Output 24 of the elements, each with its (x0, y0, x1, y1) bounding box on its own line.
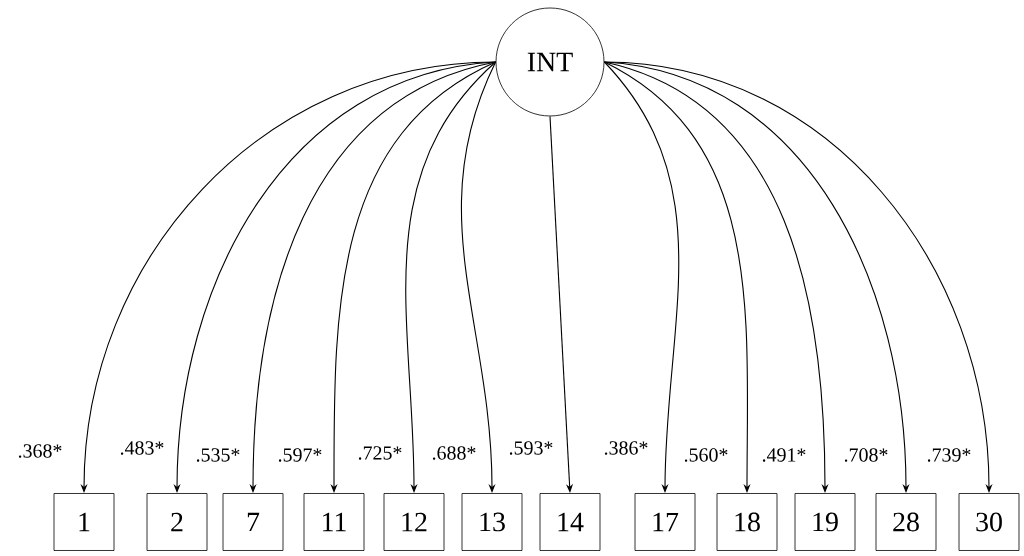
edge-label: .560* (683, 447, 729, 463)
indicator-box: 2 (146, 493, 208, 551)
edge-label: .739* (926, 447, 972, 463)
edge-label: .597* (277, 447, 323, 463)
indicator-box: 11 (303, 493, 365, 551)
indicator-box: 28 (875, 493, 937, 551)
edge-label: .535* (195, 447, 241, 463)
indicator-box: 13 (461, 493, 523, 551)
indicator-box: 14 (539, 493, 601, 551)
indicator-box: 1 (53, 493, 115, 551)
edge-label: .368* (17, 443, 63, 459)
edge-label: .491* (761, 447, 807, 463)
edge-label: .593* (508, 440, 554, 456)
indicator-box: 30 (958, 493, 1020, 551)
indicator-box: 19 (794, 493, 856, 551)
indicator-box: 7 (222, 493, 284, 551)
edge-label: .688* (431, 445, 477, 461)
indicator-box: 18 (716, 493, 778, 551)
indicator-box: 12 (383, 493, 445, 551)
edge-label: .725* (357, 445, 403, 461)
edge-label: .708* (843, 447, 889, 463)
edge-label: .386* (603, 440, 649, 456)
edge-label: .483* (119, 440, 165, 456)
indicator-box: 17 (634, 493, 696, 551)
